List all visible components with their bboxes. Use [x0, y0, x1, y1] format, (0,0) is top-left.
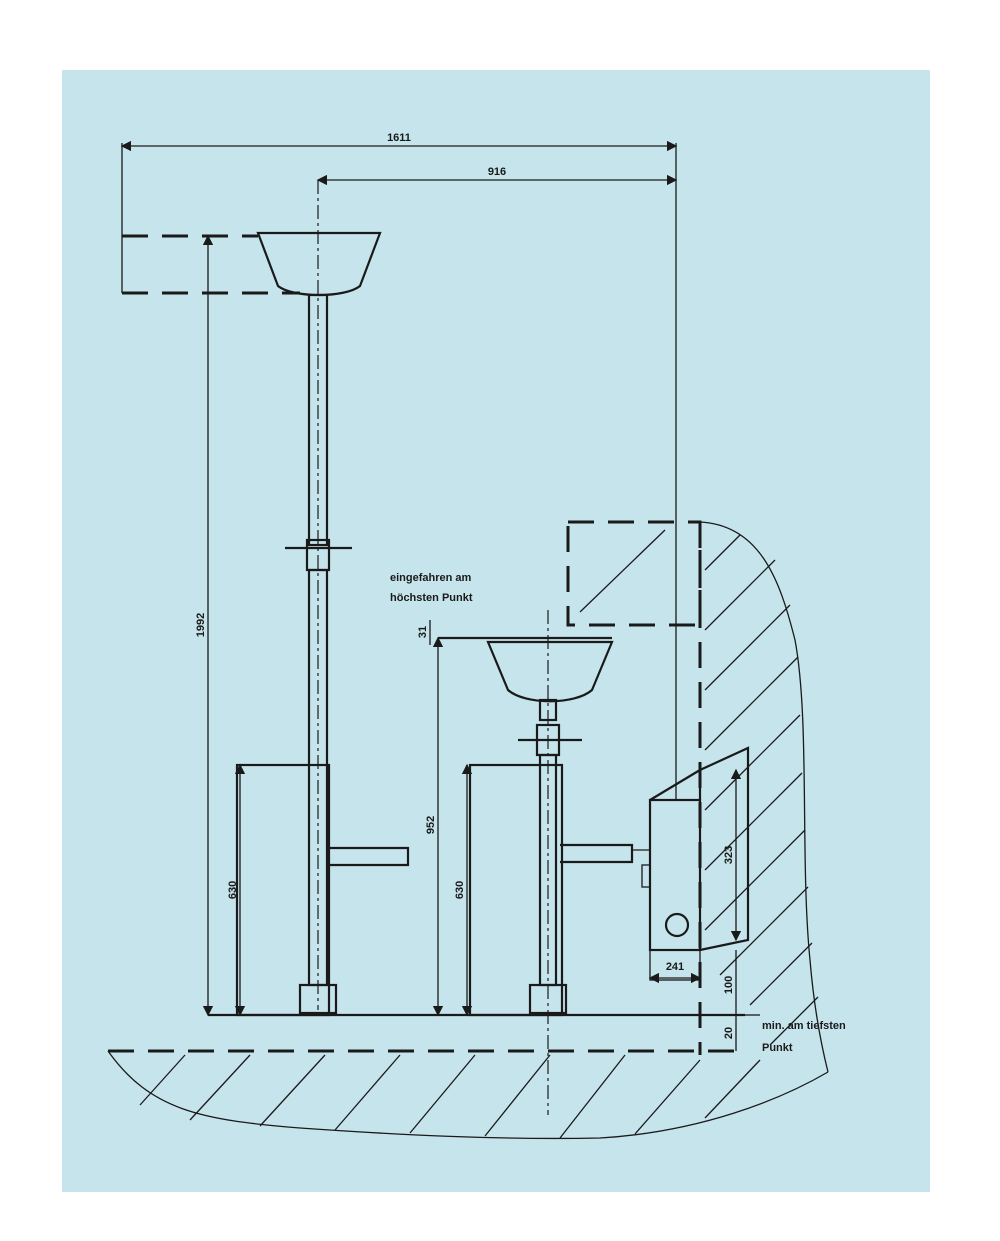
dim-box-offset: 100 — [723, 976, 735, 994]
dim-box-width: 241 — [666, 961, 684, 973]
lamp-lowered — [438, 610, 650, 1115]
dim-small-gap: 31 — [417, 626, 429, 638]
note-floor-line1: min. am tiefsten — [762, 1020, 846, 1032]
dim-height-right: 952 — [425, 816, 437, 834]
note-raised-line1: eingefahren am — [390, 572, 472, 584]
wall — [566, 520, 829, 1073]
note-floor-line2: Punkt — [762, 1042, 793, 1054]
dim-height-left: 1992 — [195, 613, 207, 637]
control-box — [641, 746, 750, 981]
note-raised-line2: höchsten Punkt — [390, 592, 473, 604]
dim-top-inner: 916 — [488, 166, 506, 178]
dim-box-height: 323 — [723, 846, 735, 864]
floor — [107, 1049, 829, 1140]
dim-lower-mid: 630 — [454, 881, 466, 899]
dim-top-total: 1611 — [387, 132, 411, 144]
dimension-lines — [120, 140, 760, 1051]
wall-hatching — [704, 534, 819, 1046]
dim-floor-gap: 20 — [723, 1027, 735, 1039]
dim-lower-left: 630 — [227, 881, 239, 899]
floor-hatching — [139, 1054, 761, 1139]
lamp-raised — [121, 180, 410, 1017]
